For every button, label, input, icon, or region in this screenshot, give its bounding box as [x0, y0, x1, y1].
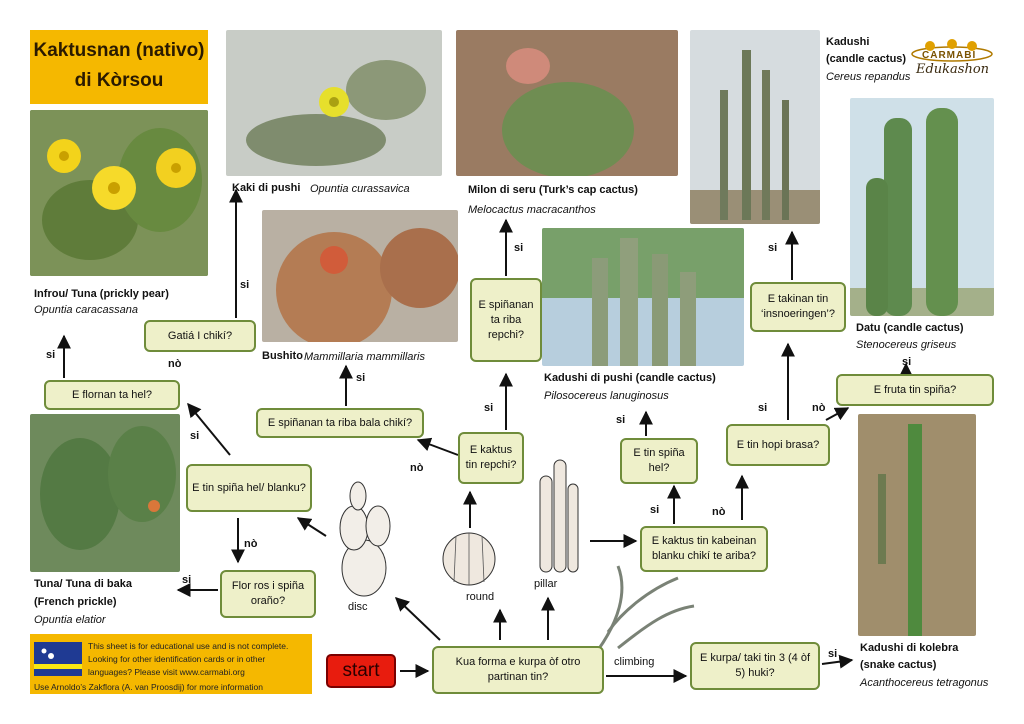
- yes-grey: si: [758, 402, 768, 414]
- arrow-stem3-si: [821, 654, 854, 669]
- photo-kolebra: [858, 414, 976, 636]
- title-line-1: Kaktusnan (nativo): [33, 40, 205, 61]
- no-hair: nò: [712, 506, 726, 518]
- species-infrou-name: Infrou/ Tuna (prickly pear): [34, 288, 169, 300]
- yes-small-ball: si: [356, 372, 366, 384]
- logo-icon: [911, 39, 993, 62]
- photo-kadushi: [690, 30, 820, 224]
- yes-flower: si: [46, 349, 56, 361]
- question-yellow-spines: E tin spiña hel?: [620, 438, 698, 484]
- yes-hair: si: [650, 504, 660, 516]
- photo-milon: [456, 30, 678, 176]
- logo-sub: Edukashon: [916, 62, 990, 77]
- shape-label-pillar: pillar: [534, 578, 558, 590]
- photo-tuna-baka: [30, 414, 180, 572]
- photo-bushito: [262, 210, 458, 342]
- yes-fruit: si: [902, 356, 912, 368]
- arrow-disc-q: [296, 517, 327, 537]
- species-kadushi-pushi-name: Kadushi di pushi (candle cactus): [544, 372, 716, 384]
- logo-name: CARMABI: [922, 50, 977, 61]
- note-line-3: languages? Please visit www.carmabi.org: [88, 667, 245, 677]
- no-grey: nò: [812, 402, 826, 414]
- start-box: start: [326, 654, 396, 688]
- no-disc: nò: [244, 538, 258, 550]
- arrow-grey-no: [825, 407, 850, 421]
- yes-small-stem: si: [240, 279, 250, 291]
- sketch-disc: [328, 476, 394, 600]
- info-note: This sheet is for educational use and is…: [30, 634, 312, 694]
- note-line-4: Use Arnoldo’s Zakflora (A. van Proosdij)…: [34, 682, 263, 692]
- shape-label-round: round: [466, 591, 495, 603]
- question-constrictions: E takinan tin ‘insnoeringen’?: [750, 282, 846, 332]
- species-milon-name: Milon di seru (Turk’s cap cactus): [468, 184, 638, 196]
- species-tuna-baka-sci: Opuntia elatior: [34, 614, 106, 626]
- no-ribs: nò: [410, 462, 424, 474]
- no-small-stem: nò: [168, 358, 182, 370]
- species-kolebra-sci: Acanthocereus tetragonus: [860, 677, 989, 689]
- yes-spines-ribs: si: [514, 242, 524, 254]
- yes-disc: si: [190, 430, 200, 442]
- species-datu-sci: Stenocereus griseus: [856, 339, 957, 351]
- arrow-to-disc: [394, 597, 441, 641]
- yes-ribs: si: [484, 402, 494, 414]
- question-white-hair: E kaktus tin kabeinan blanku chikí te ar…: [640, 526, 768, 572]
- question-disc-spines: E tin spiña hel/ blanku?: [186, 464, 312, 512]
- species-kadushi-pushi-sci: Pilosocereus lanuginosus: [544, 390, 669, 402]
- species-infrou-sci: Opuntia caracassana: [34, 304, 138, 316]
- shape-label-disc: disc: [348, 601, 368, 613]
- yes-yellow: si: [616, 414, 626, 426]
- arrow-ribs-no: [416, 437, 459, 456]
- question-spines-small-ball: E spiñanan ta riba bala chikí?: [256, 408, 424, 438]
- species-milon-sci: Melocactus macracanthos: [468, 204, 596, 216]
- note-line-1: This sheet is for educational use and is…: [88, 641, 289, 651]
- photo-infrou: [30, 110, 208, 276]
- sketch-round: [440, 530, 498, 588]
- question-flower-pink: Flor ros i spiña oraño?: [220, 570, 316, 618]
- yes-constr: si: [768, 242, 778, 254]
- species-tuna-baka-name: Tuna/ Tuna di baka: [34, 578, 132, 590]
- curacao-flag-icon: [34, 642, 82, 676]
- species-bushito-sci: Mammillaria mammillaris: [304, 351, 425, 363]
- shape-label-climbing: climbing: [614, 656, 655, 668]
- yes-stem3: si: [828, 648, 838, 660]
- question-fruit-spines: E fruta tin spiña?: [836, 374, 994, 406]
- photo-kadushi-pushi: [542, 228, 744, 366]
- species-kolebra-name: Kadushi di kolebra: [860, 642, 959, 654]
- photo-kaki-pushi: [226, 30, 442, 176]
- species-kaki-name: Kaki di pushi: [232, 182, 301, 194]
- species-kolebra-name-2: (snake cactus): [860, 659, 937, 671]
- question-grey-leaves: E tin hopi brasa?: [726, 424, 830, 466]
- question-shape: Kua forma e kurpa òf otro partinan tin?: [432, 646, 604, 694]
- question-stem-3: E kurpa/ taki tin 3 (4 òf 5) huki?: [690, 642, 820, 690]
- species-tuna-baka-name-2: (French prickle): [34, 596, 117, 608]
- species-bushito-name: Bushito: [262, 350, 303, 362]
- question-spines-ribs: E spiñanan ta riba repchi?: [470, 278, 542, 362]
- yes-pink: si: [182, 574, 192, 586]
- arrow-disc-si: [187, 402, 231, 456]
- photo-datu: [850, 98, 994, 316]
- title-line-2: di Kòrsou: [74, 70, 164, 91]
- title-box: Kaktusnan (nativo) di Kòrsou: [30, 30, 208, 104]
- species-kadushi-sci: Cereus repandus: [826, 71, 911, 83]
- species-kaki-sci: Opuntia curassavica: [310, 183, 410, 195]
- question-ribs: E kaktus tin repchi?: [458, 432, 524, 484]
- species-datu-name: Datu (candle cactus): [856, 322, 964, 334]
- species-kadushi-name: Kadushi: [826, 36, 870, 48]
- species-kadushi-name-2: (candle cactus): [826, 53, 907, 65]
- carmabi-logo: CARMABI Edukashon: [906, 36, 998, 78]
- sketch-pillar: [532, 456, 584, 576]
- question-small-stem: Gatiá I chikí?: [144, 320, 256, 352]
- sketch-climbing: [588, 562, 698, 654]
- note-line-2: Looking for other identification cards o…: [88, 654, 266, 664]
- question-flower-yellow: E flornan ta hel?: [44, 380, 180, 410]
